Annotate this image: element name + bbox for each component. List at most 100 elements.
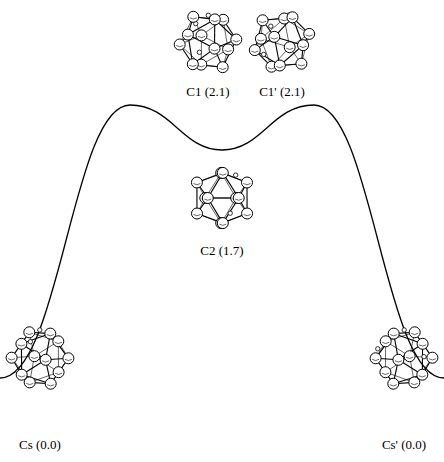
boron-atom: [187, 59, 198, 70]
boron-atom: [188, 11, 199, 22]
hydrogen-atom: [402, 328, 406, 332]
atom-shading: [276, 67, 283, 68]
boron-atom: [242, 208, 253, 219]
boron-atom: [217, 62, 228, 73]
boron-atom: [287, 12, 298, 23]
hydrogen-atom: [269, 24, 273, 28]
atom-shading: [190, 18, 197, 19]
atom-shading: [251, 51, 258, 52]
atom-shading: [411, 383, 418, 384]
atom-shading: [390, 385, 397, 386]
boron-atom: [192, 208, 203, 219]
atom-shading: [235, 199, 242, 200]
atom-shading: [259, 21, 266, 22]
atom-shading: [390, 335, 397, 336]
boron-atom: [417, 338, 428, 349]
atom-shading: [257, 40, 264, 41]
boron-atom: [45, 378, 56, 389]
atom-shading: [219, 224, 226, 225]
hydrogen-atom: [28, 340, 32, 344]
atom-shading: [406, 357, 413, 358]
atom-shading: [244, 184, 251, 185]
boron-atom: [409, 327, 420, 338]
boron-atom: [191, 177, 202, 188]
cluster-group: [6, 11, 438, 389]
boron-atom: [404, 351, 415, 362]
boron-atom: [209, 43, 220, 54]
atom-shading: [204, 199, 211, 200]
boron-atom: [231, 34, 242, 45]
boron-atom: [296, 58, 307, 69]
boron-atom: [6, 352, 17, 363]
boron-atom: [16, 369, 27, 380]
boron-atom: [304, 28, 315, 39]
boron-atom: [174, 39, 185, 50]
atom-shading: [300, 46, 307, 47]
hydrogen-atom: [228, 211, 232, 215]
atom-shading: [42, 361, 49, 362]
hydrogen-atom: [197, 50, 201, 54]
atom-shading: [193, 184, 200, 185]
atom-shading: [268, 68, 275, 69]
hydrogen-atom: [262, 52, 266, 56]
atom-shading: [219, 68, 226, 69]
boron-atom: [427, 352, 438, 363]
atom-shading: [244, 215, 251, 216]
atom-shading: [18, 345, 25, 346]
atom-shading: [198, 66, 205, 67]
boron-atom: [388, 328, 399, 339]
boron-atom: [388, 378, 399, 389]
atom-shading: [298, 65, 305, 66]
boron-atom: [209, 14, 220, 25]
hydrogen-atom: [38, 328, 42, 332]
atom-shading: [233, 41, 240, 42]
atom-shading: [55, 373, 62, 374]
boron-atom: [202, 193, 213, 204]
boron-atom: [249, 45, 260, 56]
boron-atom: [217, 218, 228, 229]
atom-shading: [372, 359, 379, 360]
isomer-label: C1 (2.1): [184, 84, 231, 99]
boron-atom: [53, 367, 64, 378]
atom-shading: [289, 18, 296, 19]
atom-shading: [220, 21, 227, 22]
boron-atom: [16, 338, 27, 349]
atom-shading: [411, 333, 418, 334]
atom-shading: [26, 333, 33, 334]
hydrogen-atom: [376, 347, 380, 351]
boron-atom: [255, 33, 266, 44]
energy-curve: [0, 105, 444, 378]
isomer-label: C2 (1.7): [198, 243, 245, 258]
boron-atom: [196, 30, 207, 41]
atom-shading: [47, 385, 54, 386]
atom-shading: [306, 35, 313, 36]
boron-atom: [182, 29, 193, 40]
atom-shading: [395, 361, 402, 362]
atom-shading: [419, 376, 426, 377]
atom-shading: [55, 342, 62, 343]
atom-shading: [176, 46, 183, 47]
atom-shading: [382, 342, 389, 343]
boron-atom: [284, 42, 295, 53]
boron-atom: [40, 354, 51, 365]
atom-shading: [184, 36, 191, 37]
atom-shading: [189, 65, 196, 66]
atom-shading: [18, 376, 25, 377]
atom-shading: [211, 20, 218, 21]
boron-atom: [233, 193, 244, 204]
boron-atom: [393, 354, 404, 365]
isomer-label: Cs' (0.0): [380, 437, 428, 452]
atom-shading: [219, 174, 226, 175]
atom-shading: [26, 383, 33, 384]
atom-shading: [419, 345, 426, 346]
atom-shading: [194, 215, 201, 216]
atom-shading: [286, 48, 293, 49]
boron-atom: [380, 367, 391, 378]
atom-shading: [382, 373, 389, 374]
atom-shading: [429, 359, 436, 360]
boron-atom: [24, 327, 35, 338]
boron-atom: [257, 15, 268, 26]
boron-atom: [370, 353, 381, 364]
atom-shading: [31, 357, 38, 358]
